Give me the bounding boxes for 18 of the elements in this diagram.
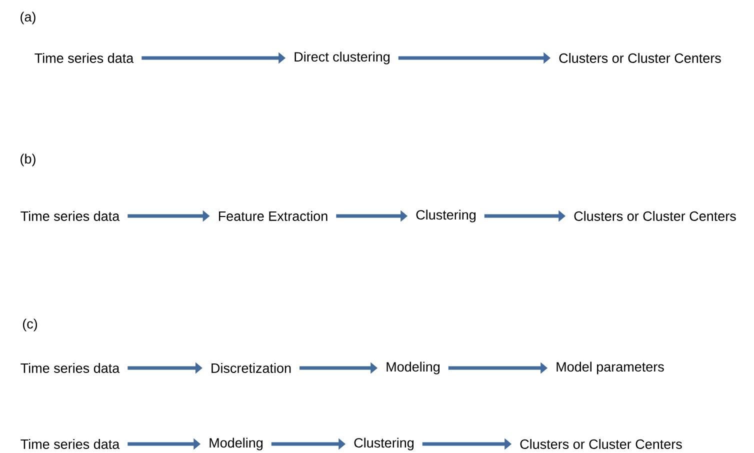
step-text: Clusters or Cluster Centers [559, 53, 721, 63]
step-text: Clustering [416, 210, 476, 222]
panel-label: (b) [20, 154, 36, 166]
step-text: Time series data [20, 363, 120, 373]
step-text: Time series data [20, 211, 120, 221]
step-text: Discretization [212, 363, 291, 373]
step-text: Clustering [354, 438, 414, 450]
step-text: Clusters or Cluster Centers [520, 439, 682, 449]
step-text: Time series data [34, 53, 134, 63]
step-text: Feature Extraction [218, 211, 328, 221]
step-text: Modeling [386, 362, 440, 374]
step-text: Model parameters [556, 362, 664, 374]
step-text: Clusters or Cluster Centers [574, 211, 736, 221]
step-text: Direct clustering [294, 52, 390, 64]
step-text: Time series data [20, 439, 120, 449]
panel-label: (a) [20, 12, 36, 24]
step-text: Modeling [210, 438, 262, 450]
panel-label: (c) [22, 318, 38, 332]
